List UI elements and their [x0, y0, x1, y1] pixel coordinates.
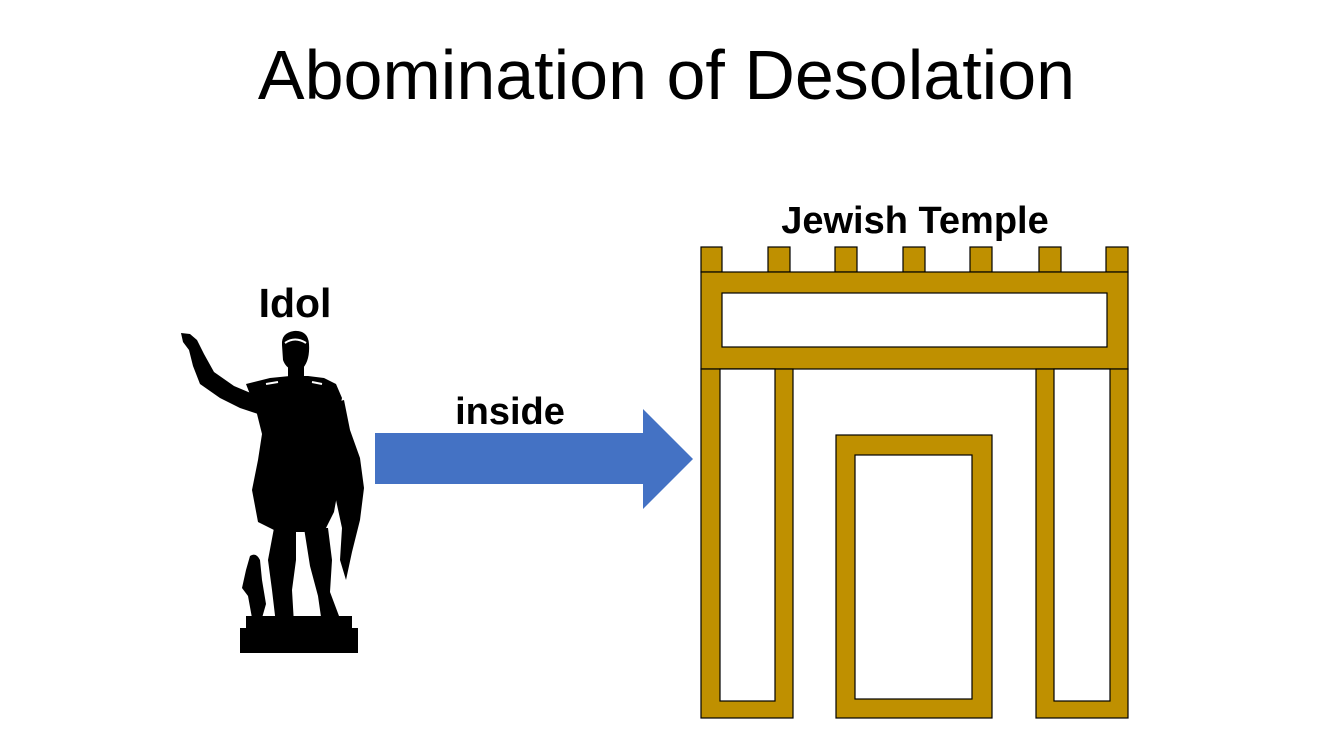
statue-pedestal [240, 628, 358, 653]
temple-crenel-5 [969, 246, 993, 273]
statue-torso [246, 376, 342, 532]
statue-cupid-figure [242, 554, 266, 618]
statue-hair-highlight [284, 338, 307, 344]
slide-title: Abomination of Desolation [257, 36, 1076, 114]
temple-crenel-7 [1105, 246, 1129, 273]
temple-door-opening [854, 454, 973, 700]
statue-shoulder-highlight-2 [311, 381, 323, 385]
temple-crenel-3 [834, 246, 858, 273]
temple-crenel-4 [902, 246, 926, 273]
statue-right-leg [304, 528, 342, 624]
arrow-label: inside [455, 391, 565, 433]
temple-crenel-6 [1038, 246, 1062, 273]
statue-silhouette [181, 330, 364, 653]
statue-shoulder-highlight [265, 381, 279, 385]
temple-right-pillar-panel [1053, 368, 1111, 702]
statue-left-leg [268, 528, 296, 624]
temple-label: Jewish Temple [781, 200, 1049, 242]
temple-crenel-1 [700, 246, 723, 273]
statue-cloak [324, 400, 364, 580]
temple-left-pillar-panel [719, 368, 776, 702]
statue-raised-arm [181, 333, 262, 414]
idol-label: Idol [258, 280, 332, 326]
temple-lintel-panel [721, 292, 1108, 348]
temple-crenel-2 [767, 246, 791, 273]
block-arrow-right [375, 409, 693, 509]
